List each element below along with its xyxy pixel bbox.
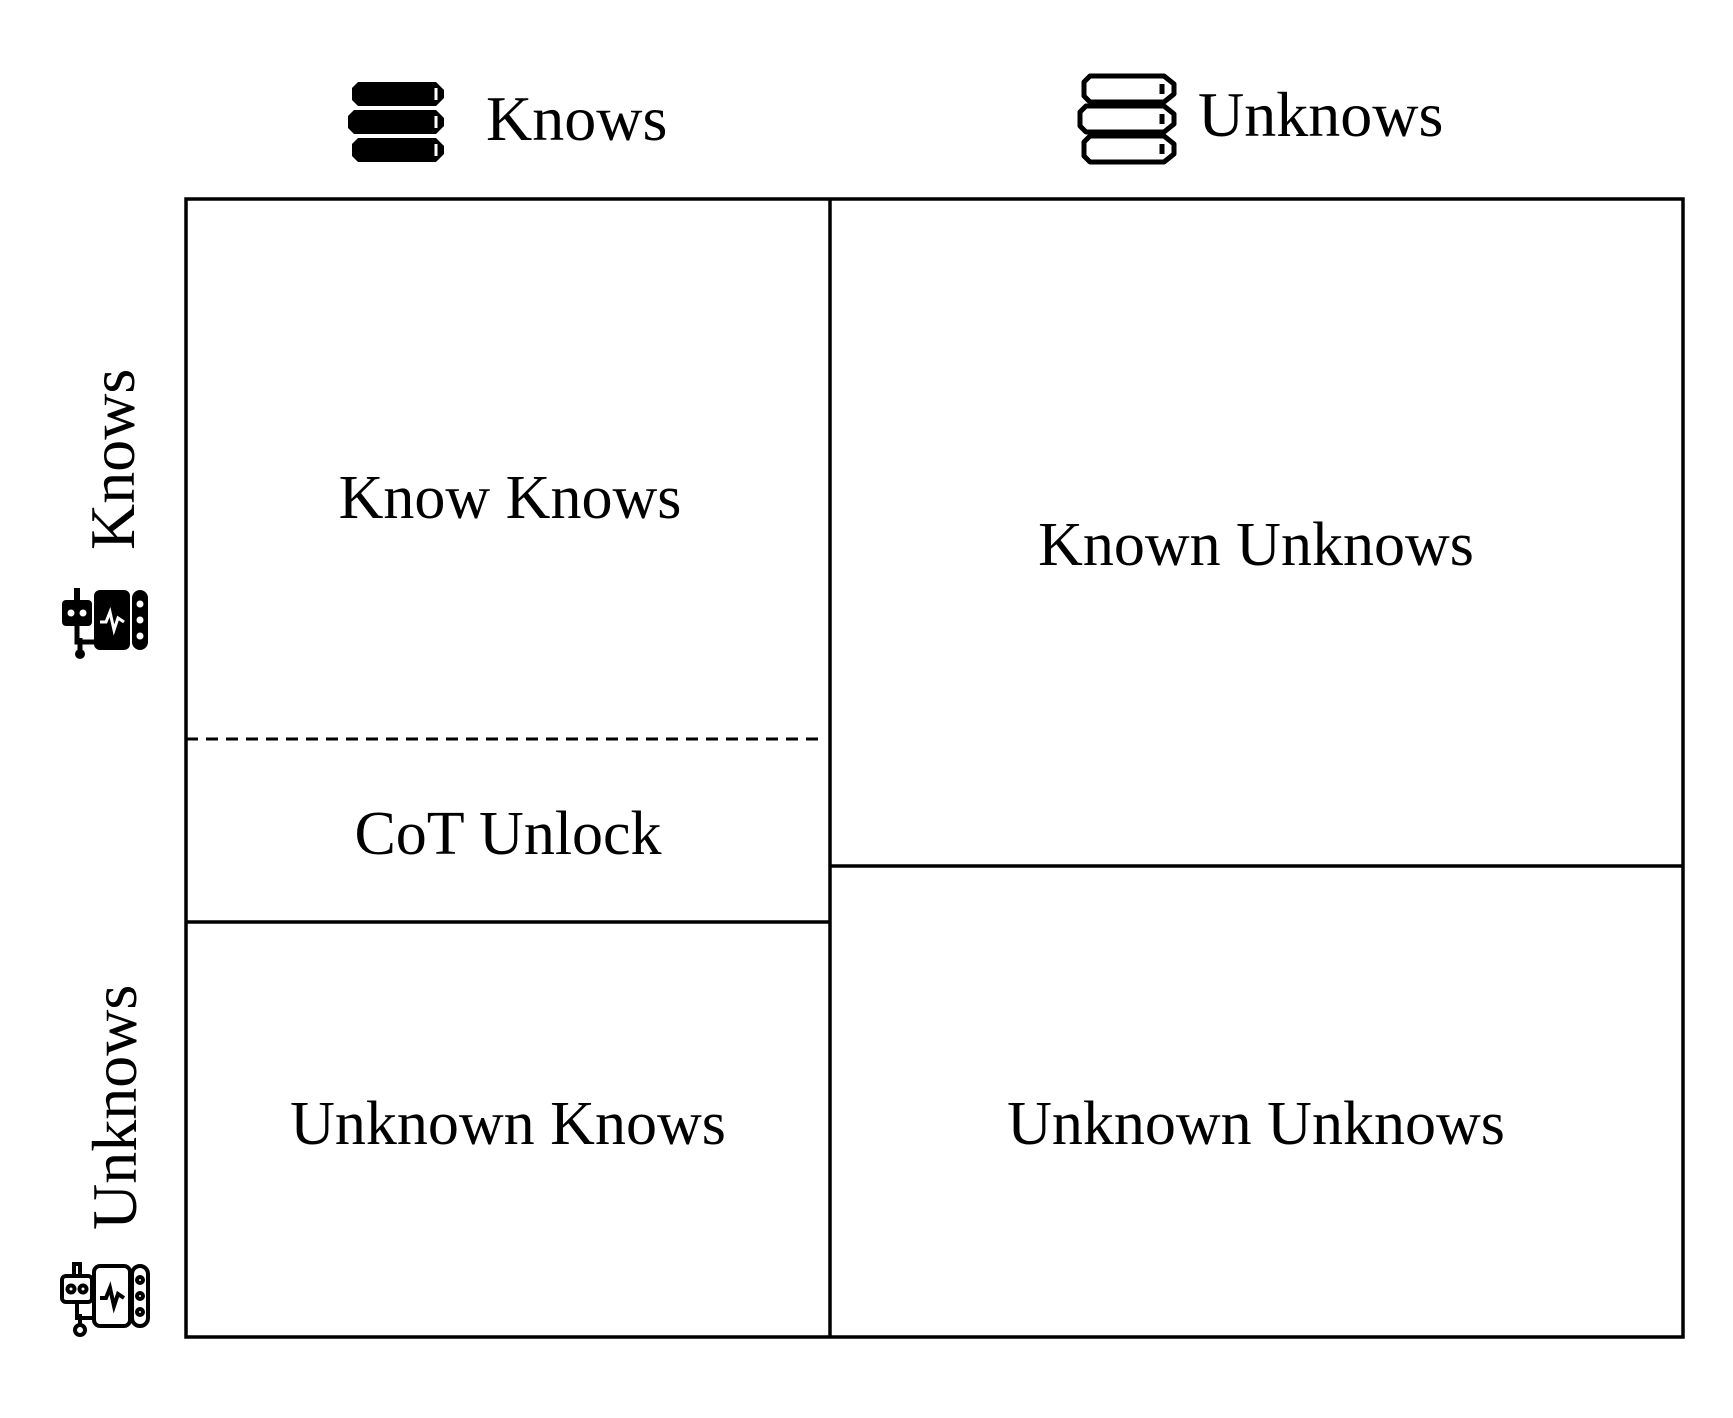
robot-solid-icon	[62, 588, 148, 659]
quadrant-grid	[184, 197, 1685, 1339]
row-header-knows: Knows	[77, 369, 148, 550]
books-stack-solid-icon	[348, 82, 444, 162]
cell-unknown-knows: Unknown Knows	[290, 1090, 726, 1158]
robot-outline-icon	[60, 1262, 150, 1337]
books-stack-outline-icon	[1077, 73, 1177, 165]
cell-unknown-unknows: Unknown Unknows	[1007, 1090, 1505, 1158]
cell-cot-unlock: CoT Unlock	[354, 800, 661, 868]
column-header-knows: Knows	[486, 83, 667, 154]
row-header-unknows: Unknows	[79, 985, 150, 1230]
grid-outer-border	[184, 197, 1685, 1339]
cell-know-knows: Know Knows	[339, 464, 682, 532]
cell-known-unknows: Known Unknows	[1038, 511, 1474, 579]
column-header-unknows: Unknows	[1198, 79, 1443, 150]
